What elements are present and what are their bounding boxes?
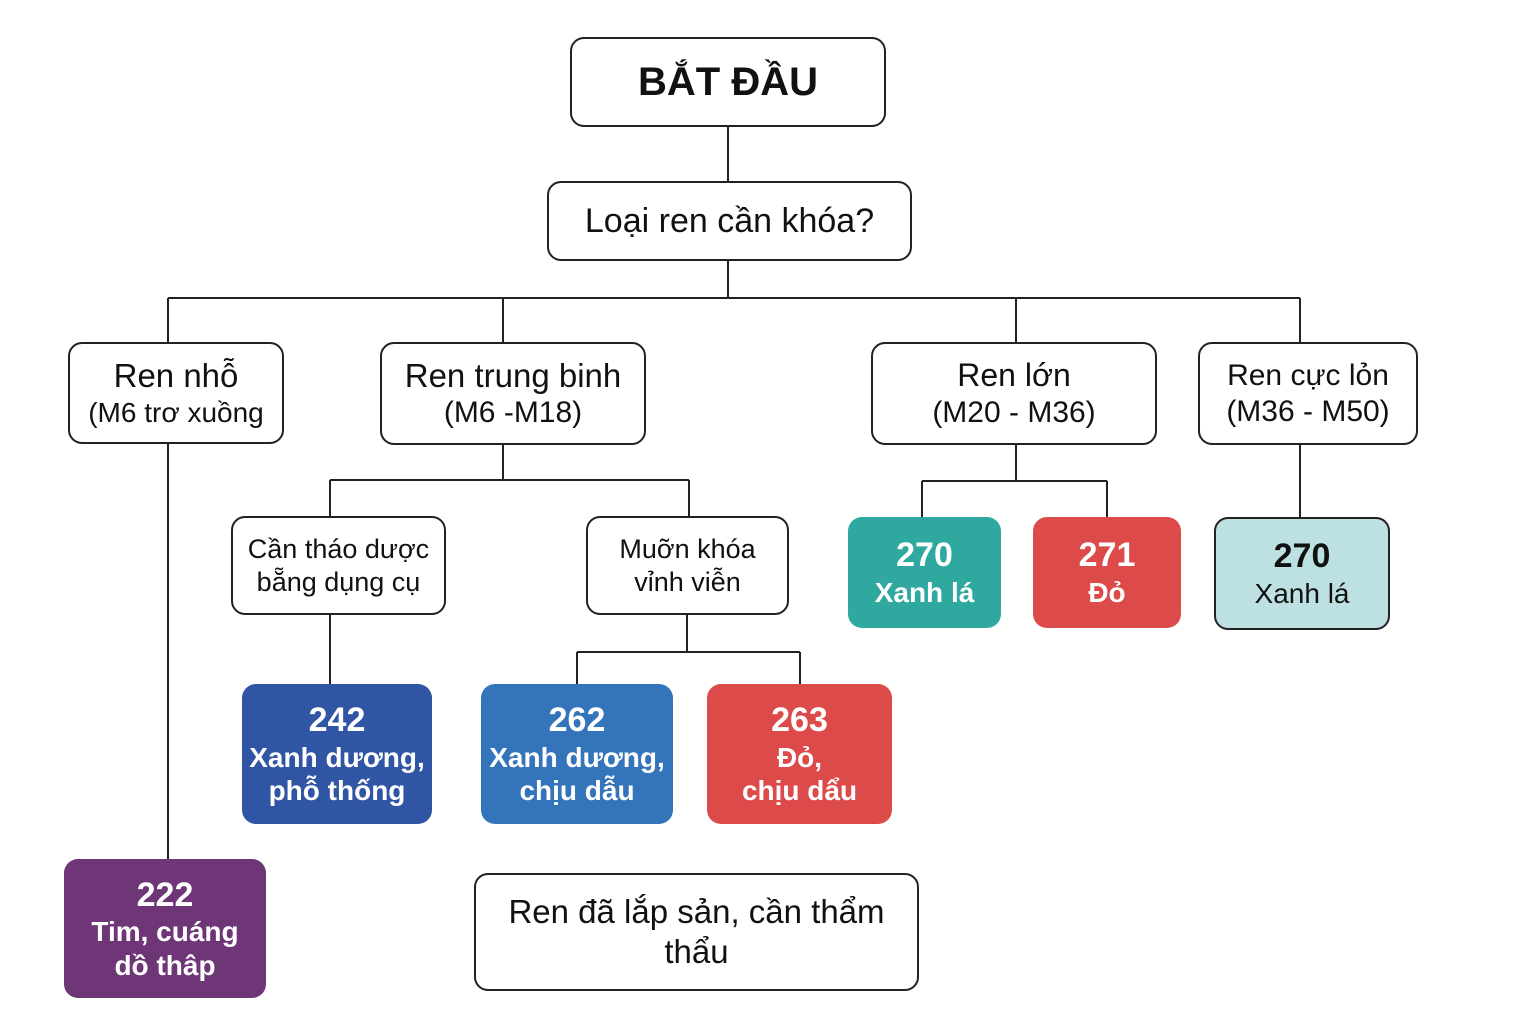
category-xlarge: Ren cực lỏn(M36 - M50) <box>1198 342 1418 445</box>
code: 242 <box>308 701 366 739</box>
label: thẩu <box>664 933 729 970</box>
code: 222 <box>136 875 194 914</box>
code: 271 <box>1078 536 1136 575</box>
label: Ren cực lỏn <box>1227 358 1389 392</box>
code: 270 <box>1273 537 1331 576</box>
label: chịu dẩu <box>741 775 858 807</box>
label: Tim, cuáng <box>91 916 239 948</box>
label: (M36 - M50) <box>1226 394 1390 428</box>
label: Ren nhỗ <box>113 357 239 395</box>
label: Ren trung binh <box>404 356 622 394</box>
code: 270 <box>896 536 953 575</box>
label: (M6 trơ xuồng <box>88 397 264 428</box>
label: (M20 - M36) <box>932 395 1096 429</box>
question-label: Loại ren cần khóa? <box>584 201 875 240</box>
label: Xanh dương, <box>489 741 665 773</box>
label: (M6 -M18) <box>443 396 583 430</box>
label: Xanh dương, <box>249 741 425 773</box>
label: Muỡn khóa <box>619 534 756 565</box>
label: bẵng dụng cụ <box>256 566 421 597</box>
label: Đỏ, <box>776 741 823 773</box>
label: phỗ thống <box>268 775 406 807</box>
label: Ren đã lắp sản, cần thẩm <box>508 893 885 931</box>
label: Đỏ <box>1088 577 1126 609</box>
label: Xanh lá <box>1254 578 1350 610</box>
code: 263 <box>771 701 828 739</box>
category-large: Ren lớn(M20 - M36) <box>871 342 1157 445</box>
label: chịu dẫu <box>519 775 635 807</box>
start-label: BẮT ĐẦU <box>638 60 818 104</box>
label: dồ thâp <box>114 949 216 981</box>
category-small: Ren nhỗ(M6 trơ xuồng <box>68 342 284 444</box>
code: 262 <box>548 701 606 739</box>
label: vỉnh viễn <box>634 566 741 597</box>
category-medium: Ren trung binh(M6 -M18) <box>380 342 646 445</box>
start-node: BẮT ĐẦU <box>570 37 886 127</box>
question-node: Loại ren cần khóa? <box>547 181 912 261</box>
label: Ren lớn <box>957 357 1071 394</box>
label: Xanh lá <box>874 577 975 609</box>
label: Cần tháo dược <box>247 534 430 565</box>
